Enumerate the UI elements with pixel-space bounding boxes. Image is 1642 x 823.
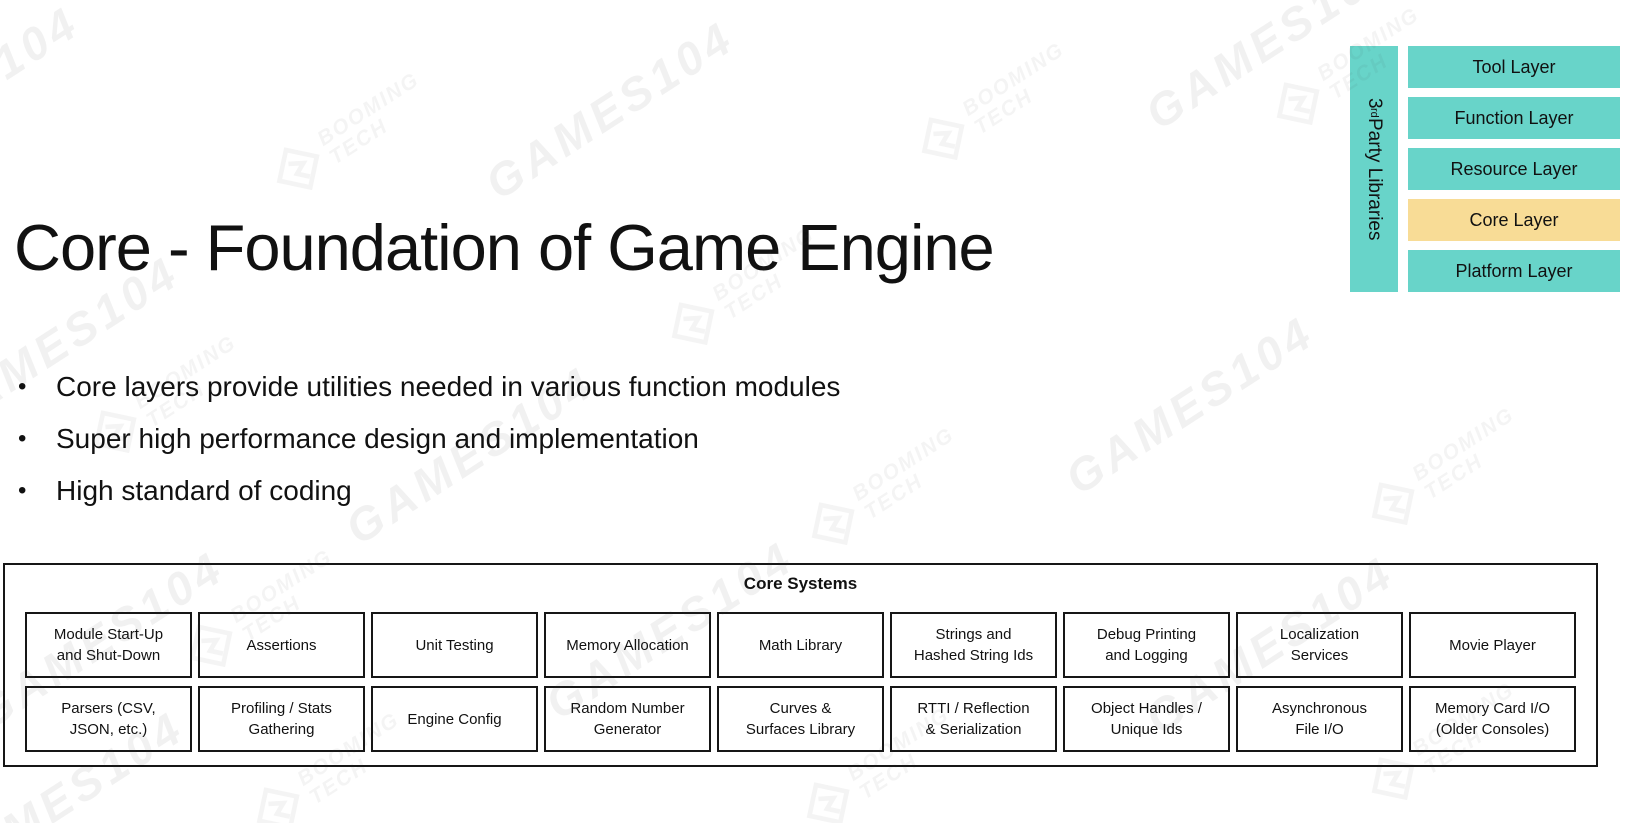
- layer-box-resource-layer: Resource Layer: [1408, 148, 1620, 190]
- bullet-item: • Super high performance design and imple…: [18, 422, 840, 456]
- bullet-text: High standard of coding: [56, 475, 352, 506]
- booming-tech-watermark-text: BOOMING TECH: [313, 67, 424, 170]
- bullet-item: • High standard of coding: [18, 474, 840, 508]
- booming-tech-logo-icon: [1276, 82, 1320, 126]
- games104-watermark: GAMES104: [476, 10, 744, 210]
- booming-tech-logo-icon: [276, 147, 320, 191]
- booming-tech-logo-icon: [921, 117, 965, 161]
- page-title: Core - Foundation of Game Engine: [14, 211, 995, 284]
- layer-box-tool-layer: Tool Layer: [1408, 46, 1620, 88]
- core-system-cell: Assertions: [198, 612, 365, 678]
- booming-tech-logo-icon: [256, 787, 300, 823]
- booming-tech-watermark: BOOMING TECH: [907, 35, 1083, 174]
- core-systems-title: Core Systems: [743, 574, 858, 593]
- core-system-cell: Profiling / Stats Gathering: [198, 686, 365, 752]
- core-system-cell: Strings and Hashed String Ids: [890, 612, 1057, 678]
- core-system-cell: Memory Card I/O (Older Consoles): [1409, 686, 1576, 752]
- booming-tech-watermark-text: BOOMING TECH: [958, 37, 1069, 140]
- layer-box-platform-layer: Platform Layer: [1408, 250, 1620, 292]
- bullet-marker: •: [18, 425, 27, 452]
- bullet-item: • Core layers provide utilities needed in…: [18, 370, 840, 404]
- bullet-list: • Core layers provide utilities needed in…: [18, 370, 840, 526]
- bullet-marker: •: [18, 477, 27, 504]
- core-system-cell: Object Handles / Unique Ids: [1063, 686, 1230, 752]
- booming-tech-watermark-text: BOOMING TECH: [1408, 402, 1519, 505]
- layer-box-core-layer: Core Layer: [1408, 199, 1620, 241]
- core-system-cell: Asynchronous File I/O: [1236, 686, 1403, 752]
- booming-tech-logo-icon: [671, 302, 715, 346]
- booming-tech-logo-icon: [806, 782, 850, 823]
- core-system-cell: Localization Services: [1236, 612, 1403, 678]
- core-system-cell: Module Start-Up and Shut-Down: [25, 612, 192, 678]
- booming-tech-watermark: BOOMING TECH: [262, 65, 438, 204]
- core-system-cell: Debug Printing and Logging: [1063, 612, 1230, 678]
- games104-watermark: GAMES104: [1056, 305, 1324, 505]
- core-system-cell: Parsers (CSV, JSON, etc.): [25, 686, 192, 752]
- core-system-cell: RTTI / Reflection & Serialization: [890, 686, 1057, 752]
- bullet-text: Super high performance design and implem…: [56, 423, 699, 454]
- games104-watermark: GAMES104: [0, 0, 89, 195]
- booming-tech-logo-icon: [1371, 482, 1415, 526]
- core-system-cell: Engine Config: [371, 686, 538, 752]
- core-system-cell: Random Number Generator: [544, 686, 711, 752]
- booming-tech-watermark-text: BOOMING TECH: [848, 422, 959, 525]
- booming-tech-watermark: BOOMING TECH: [1357, 400, 1533, 539]
- core-system-cell: Movie Player: [1409, 612, 1576, 678]
- core-systems-diagram: Core Systems Module Start-Up and Shut-Do…: [3, 563, 1598, 767]
- core-system-cell: Math Library: [717, 612, 884, 678]
- core-system-cell: Unit Testing: [371, 612, 538, 678]
- bullet-text: Core layers provide utilities needed in …: [56, 371, 841, 402]
- core-system-cell: Memory Allocation: [544, 612, 711, 678]
- core-system-cell: Curves & Surfaces Library: [717, 686, 884, 752]
- layer-box-function-layer: Function Layer: [1408, 97, 1620, 139]
- bullet-marker: •: [18, 373, 27, 400]
